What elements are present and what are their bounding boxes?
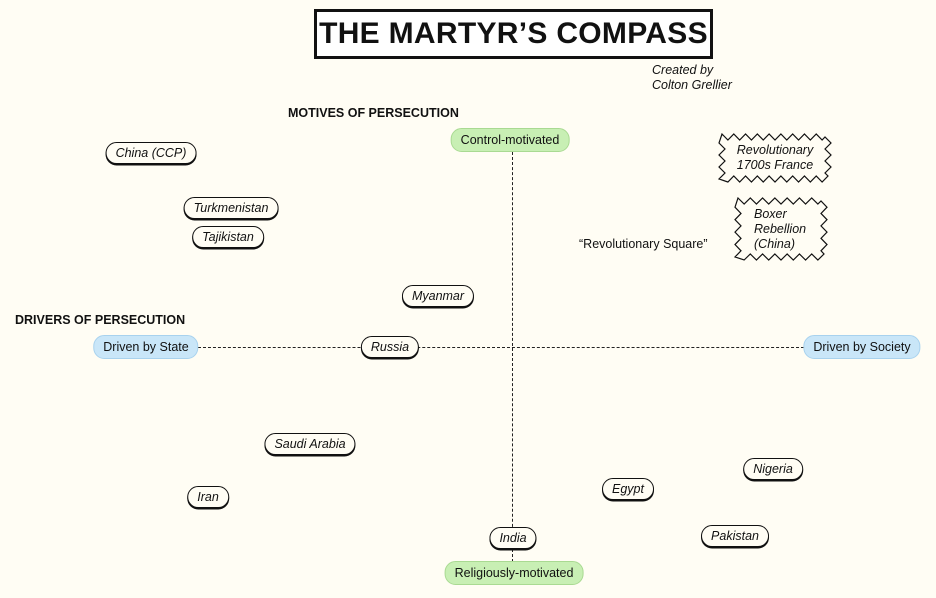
axis-label-driven-by-society: Driven by Society (803, 335, 921, 359)
country-nigeria: Nigeria (743, 458, 803, 480)
country-india: India (489, 527, 537, 549)
france-line-2: 1700s France (736, 158, 814, 172)
historical-boxer-rebellion: Boxer Rebellion (China) (733, 196, 828, 261)
boxer-line-3: (China) (754, 236, 795, 251)
country-russia: Russia (360, 336, 420, 358)
revolutionary-square-label: “Revolutionary Square” (579, 237, 708, 251)
horizontal-axis-line (198, 347, 804, 348)
credit-line-2: Colton Grellier (652, 78, 732, 92)
country-saudi-arabia: Saudi Arabia (264, 433, 356, 455)
country-tajikistan: Tajikistan (192, 226, 264, 248)
wavy-border (717, 132, 832, 183)
country-iran: Iran (187, 486, 229, 508)
axis-label-control-motivated: Control-motivated (450, 128, 570, 152)
axis-label-religiously-motivated: Religiously-motivated (444, 561, 584, 585)
france-line-1: Revolutionary (736, 143, 814, 157)
zigzag-outline (717, 132, 832, 183)
vertical-axis-line (512, 152, 513, 562)
country-myanmar: Myanmar (401, 285, 475, 307)
country-pakistan: Pakistan (701, 525, 769, 547)
historical-france: Revolutionary 1700s France (717, 132, 832, 183)
drivers-heading: DRIVERS OF PERSECUTION (15, 313, 186, 327)
axis-label-driven-by-state: Driven by State (93, 335, 199, 359)
credit-line-1: Created by (652, 63, 714, 77)
country-egypt: Egypt (602, 478, 654, 500)
boxer-line-2: Rebellion (754, 221, 807, 236)
country-china: China (CCP) (105, 142, 197, 164)
page-title: THE MARTYR’S COMPASS (314, 9, 713, 59)
zigzag-outline (733, 196, 828, 261)
author-credit: Created by Colton Grellier (652, 63, 732, 93)
wavy-border (733, 196, 828, 261)
boxer-line-1: Boxer (754, 206, 787, 221)
country-turkmenistan: Turkmenistan (183, 197, 279, 219)
motives-heading: MOTIVES OF PERSECUTION (288, 106, 459, 120)
